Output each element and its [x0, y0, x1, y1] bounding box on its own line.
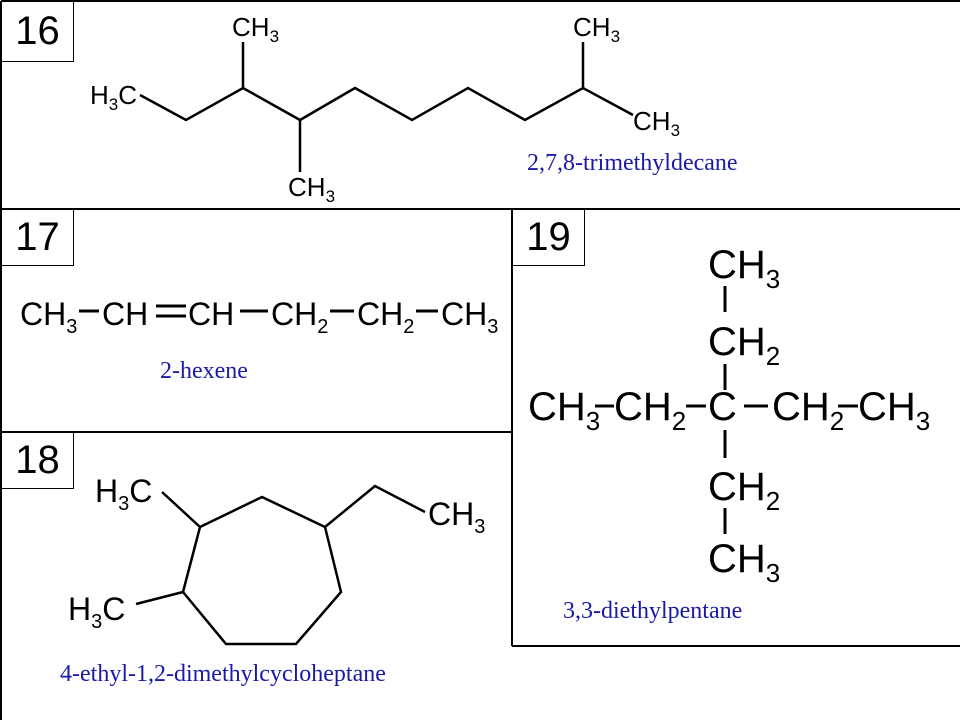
ethyl-bond-18: [324, 484, 426, 528]
methyl-bond-18b: [135, 590, 184, 606]
group-label: H3C: [68, 591, 125, 633]
group-label: CH3: [20, 296, 77, 338]
group-label: CH2: [357, 296, 414, 338]
cycloheptane-ring: [181, 495, 343, 646]
group-label: CH3: [528, 385, 600, 436]
group-label: CH2: [772, 385, 844, 436]
methyl-bond-18a: [161, 491, 201, 528]
compound-name-19: 3,3-diethylpentane: [563, 598, 743, 624]
group-label: CH3: [708, 243, 780, 294]
group-label: CH3: [232, 12, 279, 46]
group-label: CH2: [271, 296, 328, 338]
group-label: H3C: [95, 473, 152, 515]
group-label: CH: [188, 296, 234, 332]
compound-name-18: 4-ethyl-1,2-dimethylcycloheptane: [60, 661, 386, 687]
problem-number-16: 16: [1, 1, 74, 62]
group-label: CH3: [428, 496, 485, 538]
group-label: CH: [102, 296, 148, 332]
group-label: H3C: [90, 80, 137, 114]
group-label: CH2: [708, 320, 780, 371]
group-label: CH3: [573, 12, 620, 46]
problem-number-17: 17: [1, 209, 74, 266]
group-label: CH3: [288, 172, 335, 206]
problem-number-18: 18: [1, 432, 74, 489]
group-label: C: [708, 385, 737, 429]
structure-18: H3C H3C CH3: [68, 473, 485, 646]
group-label: CH2: [708, 465, 780, 516]
compound-name-17: 2-hexene: [160, 358, 248, 384]
structure-17: CH3 CH CH CH2 CH2 CH3: [20, 296, 498, 338]
structure-19: CH3 CH2 CH3 CH2 C CH2 CH3 CH2 CH3: [528, 243, 930, 588]
group-label: CH3: [633, 106, 680, 140]
group-label: CH3: [708, 537, 780, 588]
compound-name-16: 2,7,8-trimethyldecane: [527, 150, 738, 176]
group-label: CH3: [858, 385, 930, 436]
carbon-chain-16: [139, 86, 634, 122]
group-label: CH3: [441, 296, 498, 338]
problem-number-19: 19: [512, 209, 585, 266]
group-label: CH2: [614, 385, 686, 436]
